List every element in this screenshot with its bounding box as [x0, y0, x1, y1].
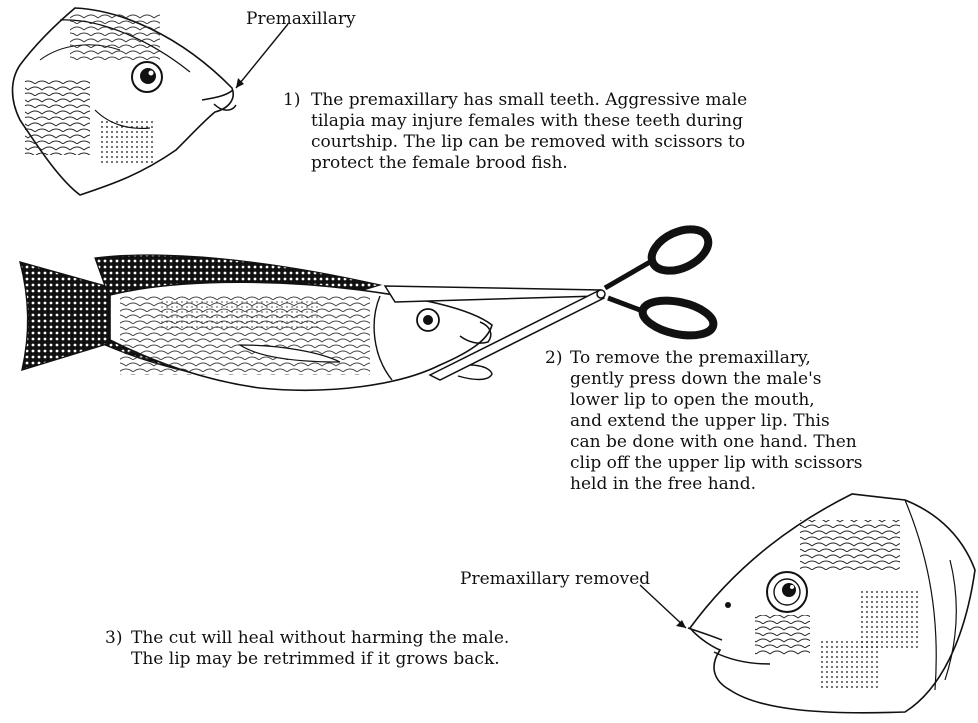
step-2-line: To remove the premaxillary,	[570, 348, 811, 368]
step-3-line: The lip may be retrimmed if it grows bac…	[131, 649, 500, 669]
step-1-line: courtship. The lip can be removed with s…	[311, 132, 745, 152]
step-2-line: can be done with one hand. Then	[570, 432, 857, 452]
arrowhead-icon	[676, 620, 686, 628]
step-3-text: The cut will heal without harming the ma…	[131, 628, 509, 670]
step-2-line: held in the free hand.	[570, 474, 756, 494]
tilapia-icon	[20, 255, 492, 390]
fish-head-trimmed-icon	[688, 494, 975, 713]
step-3-number: 3)	[105, 628, 122, 649]
step-2-line: gently press down the male's	[570, 369, 822, 389]
step-2-line: and extend the upper lip. This	[570, 411, 830, 431]
fish-head-intact-icon	[13, 8, 237, 195]
step-1-text: The premaxillary has small teeth. Aggres…	[311, 90, 747, 174]
premaxillary-removed-label: Premaxillary removed	[460, 569, 650, 590]
step-3-line: The cut will heal without harming the ma…	[131, 628, 509, 648]
step-1-line: The premaxillary has small teeth. Aggres…	[311, 90, 747, 110]
step-1-number: 1)	[283, 90, 300, 111]
premaxillary-label: Premaxillary	[246, 9, 356, 30]
step-1-line: tilapia may injure females with these te…	[311, 111, 743, 131]
step-1-line: protect the female brood fish.	[311, 153, 568, 173]
step-2-line: lower lip to open the mouth,	[570, 390, 815, 410]
leader-line	[236, 24, 288, 88]
leader-line	[640, 585, 686, 628]
step-2-text: To remove the premaxillary, gently press…	[570, 348, 863, 495]
step-2-line: clip off the upper lip with scissors	[570, 453, 863, 473]
step-2-number: 2)	[545, 348, 562, 369]
